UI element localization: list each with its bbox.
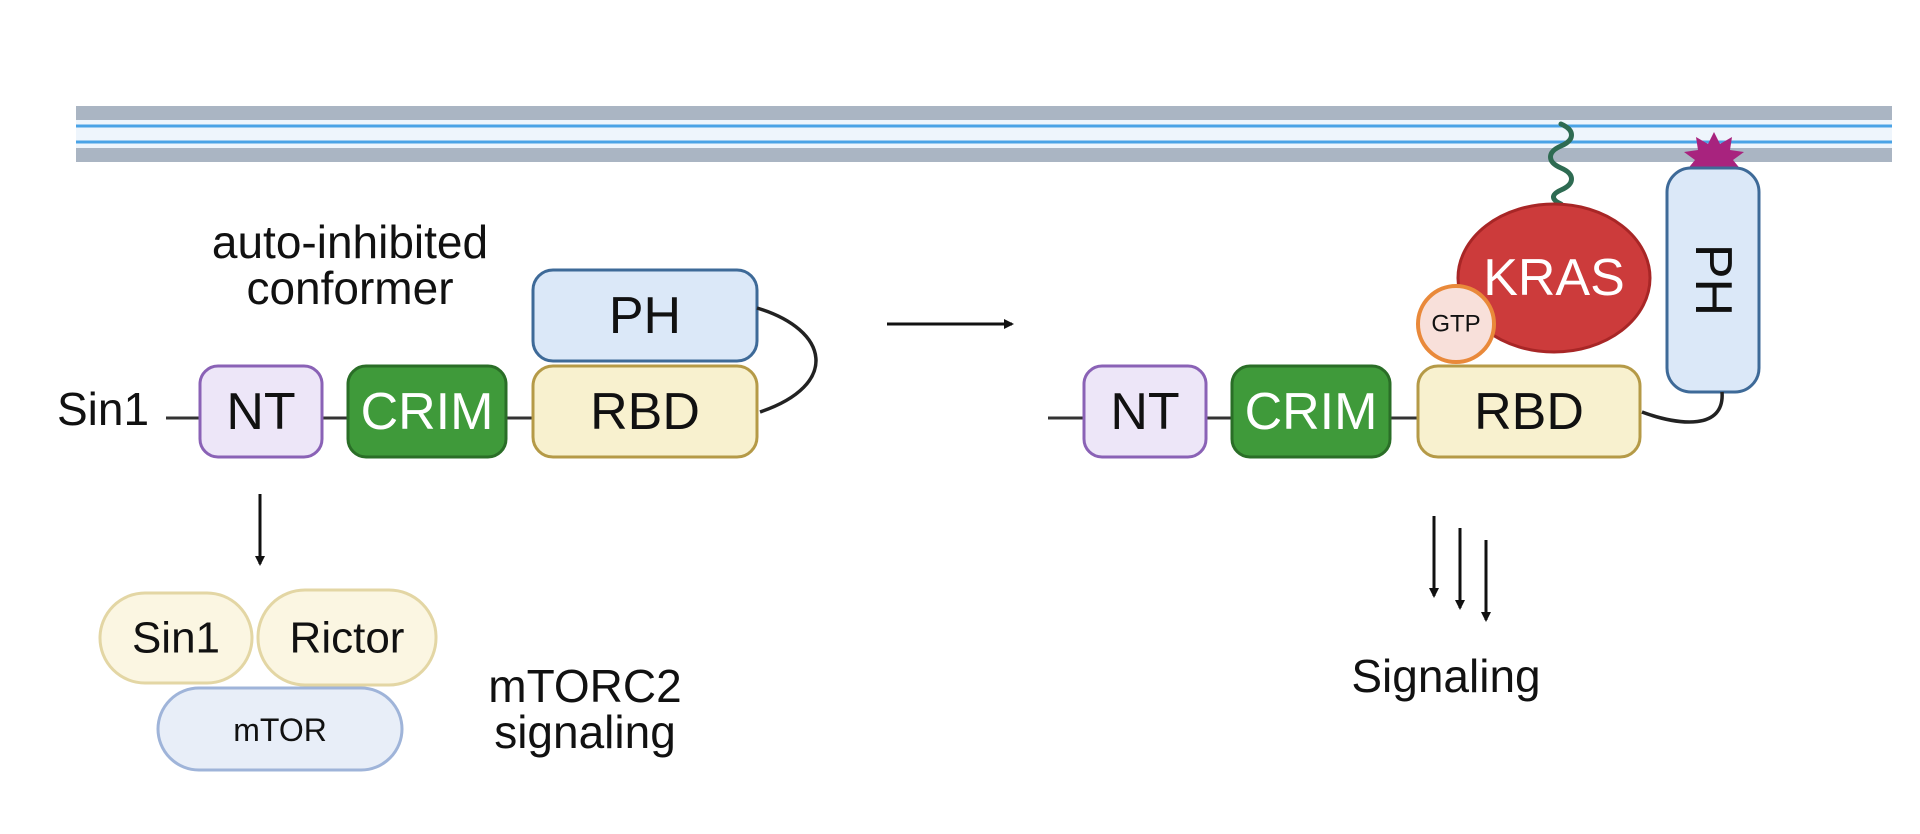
mtorc2-complex: Sin1 Rictor mTOR <box>98 588 438 772</box>
membrane-inner-band <box>76 120 1892 148</box>
rbd-label: RBD <box>590 383 700 441</box>
kras-protein: KRAS <box>1456 202 1652 354</box>
gtp-label: GTP <box>1431 311 1480 338</box>
signaling-arrows <box>1429 516 1491 622</box>
ph-label-right: PH <box>1684 244 1742 316</box>
crim-domain-right: CRIM <box>1230 364 1392 459</box>
complex-sin1-label: Sin1 <box>132 614 220 663</box>
nt-label: NT <box>226 383 295 441</box>
kras-label: KRAS <box>1483 249 1625 307</box>
ph-domain: PH <box>531 268 759 363</box>
auto-inhibited-conformer: auto-inhibited conformer Sin1 NT CRIM RB… <box>57 216 818 772</box>
crim-label: CRIM <box>361 383 494 441</box>
rbd-ph-linker <box>1641 391 1724 424</box>
gtp-molecule: GTP <box>1416 284 1496 364</box>
complex-mtor: mTOR <box>156 686 404 772</box>
mtorc2-output-line1: mTORC2 <box>488 660 681 712</box>
membrane-outer-layer-top <box>76 106 1892 120</box>
ph-rbd-linker <box>756 306 818 414</box>
cell-membrane <box>76 106 1892 162</box>
state-label-line1: auto-inhibited <box>212 216 488 268</box>
crim-domain: CRIM <box>346 364 508 459</box>
complex-rictor-label: Rictor <box>290 614 405 663</box>
nt-domain-right: NT <box>1082 364 1208 459</box>
mtorc2-output-line2: signaling <box>494 706 676 758</box>
sin1-protein-label: Sin1 <box>57 383 149 435</box>
rbd-domain-right: RBD <box>1416 364 1642 459</box>
membrane-outer-layer-bottom <box>76 148 1892 162</box>
complex-sin1: Sin1 <box>98 591 254 685</box>
rbd-domain: RBD <box>531 364 759 459</box>
nt-domain: NT <box>198 364 324 459</box>
kras-membrane-anchor <box>1548 121 1574 207</box>
rbd-label-right: RBD <box>1474 383 1584 441</box>
crim-label-right: CRIM <box>1245 383 1378 441</box>
ph-label: PH <box>609 287 681 345</box>
complex-mtor-label: mTOR <box>233 712 327 748</box>
complex-rictor: Rictor <box>256 588 438 687</box>
state-label-line2: conformer <box>246 262 453 314</box>
kras-bound-state: NT CRIM RBD KRAS GTP <box>1048 121 1761 702</box>
signaling-output: Signaling <box>1351 650 1540 702</box>
nt-label-right: NT <box>1110 383 1179 441</box>
ph-domain-right: PH <box>1665 166 1761 394</box>
